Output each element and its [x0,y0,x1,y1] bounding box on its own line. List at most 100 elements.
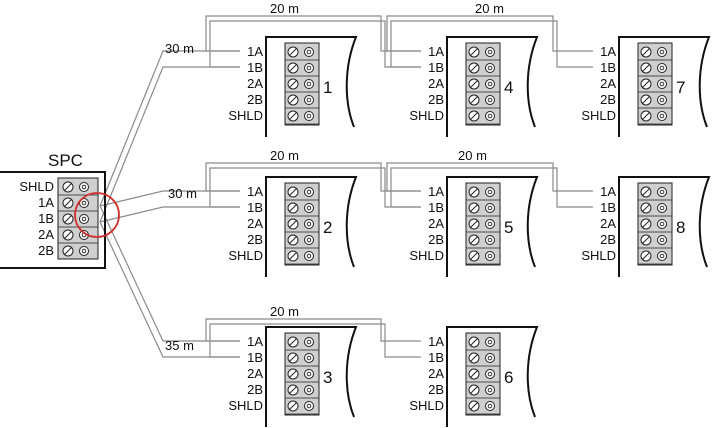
distance-label: 20 m [458,148,487,163]
wires [99,15,593,358]
screw-slot-icon [468,250,480,262]
screw-slot-icon [468,62,480,74]
screw-slot-icon [287,186,299,198]
terminal-label: 1B [247,350,263,365]
distance-label: 30 m [168,186,197,201]
screw-round-icon [657,235,667,245]
terminal-label: SHLD [409,398,444,413]
wire-1a [99,50,240,207]
screw-slot-icon [640,186,652,198]
terminal-label: 2A [428,366,444,381]
screw-slot-icon [468,368,480,380]
screw-round-icon [657,111,667,121]
terminal-label: 1A [600,44,616,59]
device-panel-outline [265,176,358,277]
device-panel-outline [446,176,539,277]
wire-chain-1a [386,162,593,192]
terminal-label: 1B [600,60,616,75]
screw-round-icon [304,235,314,245]
terminal-label: 2B [600,92,616,107]
screw-slot-icon [62,229,74,241]
screw-slot-icon [468,234,480,246]
screw-slot-icon [640,218,652,230]
screw-round-icon [304,79,314,89]
screw-round-icon [657,219,667,229]
screw-round-icon [304,353,314,363]
screw-round-icon [485,385,495,395]
distance-label: 20 m [270,1,299,16]
screw-round-icon [485,353,495,363]
device-panel-outline [265,36,358,137]
screw-slot-icon [287,336,299,348]
screw-slot-icon [287,234,299,246]
screw-slot-icon [468,400,480,412]
terminal-label: 1B [247,200,263,215]
screw-round-icon [79,182,89,192]
screw-slot-icon [468,46,480,58]
device-number: 2 [323,218,332,237]
terminal-label: 1A [247,334,263,349]
screw-round-icon [485,401,495,411]
terminal-label: 2A [428,76,444,91]
terminal-label: 1A [247,184,263,199]
screw-round-icon [304,203,314,213]
screw-slot-icon [287,78,299,90]
screw-slot-icon [287,352,299,364]
terminal-label: SHLD [581,108,616,123]
screw-slot-icon [287,368,299,380]
screw-round-icon [304,401,314,411]
screw-slot-icon [62,245,74,257]
terminal-label: 2A [600,216,616,231]
device-panel-outline [446,326,539,427]
screw-slot-icon [287,110,299,122]
screw-slot-icon [287,46,299,58]
device-number: 7 [676,78,685,97]
screw-round-icon [485,79,495,89]
screw-slot-icon [468,78,480,90]
screw-round-icon [304,187,314,197]
wire-1a [99,205,240,342]
screw-slot-icon [640,234,652,246]
screw-slot-icon [287,62,299,74]
screw-round-icon [304,111,314,121]
terminal-label: 1B [428,350,444,365]
terminal-label: 2A [600,76,616,91]
screw-round-icon [304,95,314,105]
wire-1b [99,206,240,223]
terminal-label: 2A [247,366,263,381]
wire-chain-1b [209,323,421,358]
terminal-label: SHLD [19,179,54,194]
screw-slot-icon [468,110,480,122]
distance-label: 20 m [270,304,299,319]
devices: 1A1B2A2BSHLD11A1B2A2BSHLD41A1B2A2BSHLD71… [228,36,711,427]
terminal-label: 1A [428,44,444,59]
screw-slot-icon [287,250,299,262]
device-panel-outline [446,36,539,137]
screw-round-icon [485,111,495,121]
screw-round-icon [485,235,495,245]
device-number: 5 [504,218,513,237]
screw-slot-icon [468,352,480,364]
wire-chain-1b [390,167,593,208]
device-number: 1 [323,78,332,97]
screw-slot-icon [62,181,74,193]
terminal-label: 1B [428,60,444,75]
screw-slot-icon [287,94,299,106]
terminal-label: 2B [247,92,263,107]
screw-round-icon [485,47,495,57]
distance-label: 20 m [475,1,504,16]
terminal-label: 1A [247,44,263,59]
terminal-label: 2A [247,216,263,231]
device-number: 6 [504,368,513,387]
wire-chain-1b [390,20,593,68]
terminal-label: 1A [600,184,616,199]
device-panel-outline [618,36,711,137]
terminal-label: 1B [247,60,263,75]
screw-round-icon [657,203,667,213]
screw-slot-icon [62,213,74,225]
terminal-label: 2B [428,92,444,107]
